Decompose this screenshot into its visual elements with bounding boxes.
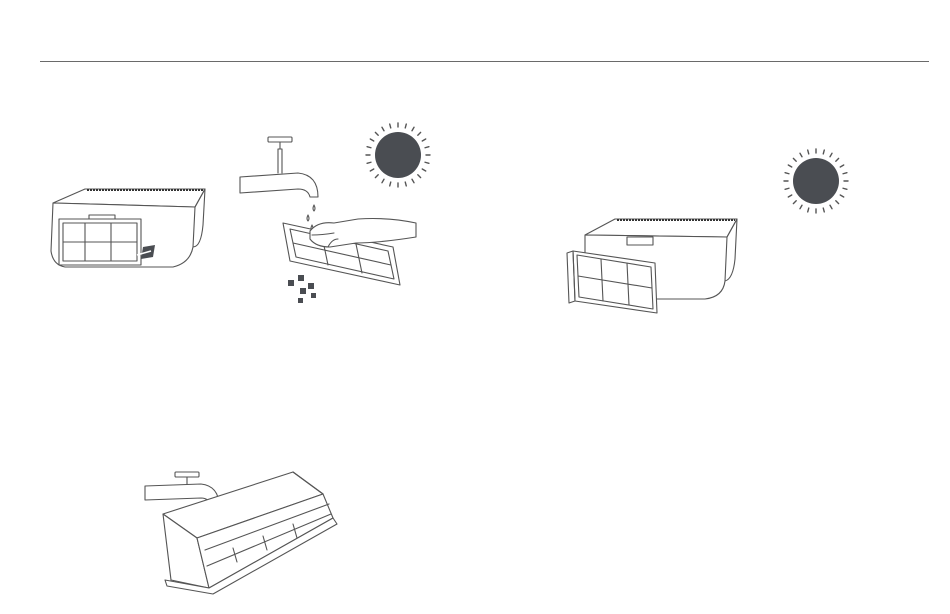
sun-ray — [418, 132, 421, 135]
sun-ray — [800, 153, 802, 156]
sun-ray — [370, 139, 373, 141]
sun-ray — [390, 182, 391, 186]
sun-ray — [422, 139, 425, 141]
filter-reinsert-illustration — [555, 215, 745, 315]
sun-ray — [836, 201, 839, 204]
sun-ray — [412, 179, 414, 182]
dustbin-with-filter-illustration — [45, 185, 215, 280]
sun-icon — [780, 145, 852, 217]
sun-ray — [370, 169, 373, 171]
sun-ray — [405, 124, 406, 128]
sun-ray — [808, 150, 809, 154]
sun-ray — [418, 175, 421, 178]
sun-ray — [793, 201, 796, 204]
sun-ray — [425, 147, 429, 148]
sun-ray — [367, 162, 371, 163]
dustbin-with-filter-icon — [555, 215, 745, 315]
sun-ray — [840, 165, 843, 167]
sun-ray — [800, 205, 802, 208]
sun-ray — [840, 195, 843, 197]
sun-ray — [836, 158, 839, 161]
sun-ray — [405, 182, 406, 186]
sun-ray — [823, 150, 824, 154]
sun-ray — [785, 188, 789, 189]
header-divider — [40, 61, 929, 62]
sun-ray — [830, 153, 832, 156]
sun-ray — [808, 208, 809, 212]
sun-dry-illustration-2 — [780, 145, 852, 217]
sun-icon — [362, 119, 434, 191]
sun-ray — [793, 158, 796, 161]
sun-ray — [375, 175, 378, 178]
sun-ray — [830, 205, 832, 208]
rinse-dustbin-illustration — [143, 470, 343, 595]
sun-ray — [382, 179, 384, 182]
sun-ray — [788, 165, 791, 167]
sun-dry-illustration-1 — [362, 119, 434, 191]
sun-ray — [375, 132, 378, 135]
sun-ray — [422, 169, 425, 171]
sun-ray — [788, 195, 791, 197]
sun-ray — [823, 208, 824, 212]
tap-water-dustbin-icon — [143, 470, 343, 595]
sun-ray — [843, 188, 847, 189]
sun-ray — [412, 127, 414, 130]
sun-ray — [382, 127, 384, 130]
sun-ray — [843, 173, 847, 174]
sun-ray — [425, 162, 429, 163]
sun-ray — [367, 147, 371, 148]
sun-ray — [390, 124, 391, 128]
dustbin-with-filter-icon — [45, 185, 215, 280]
sun-ray — [785, 173, 789, 174]
